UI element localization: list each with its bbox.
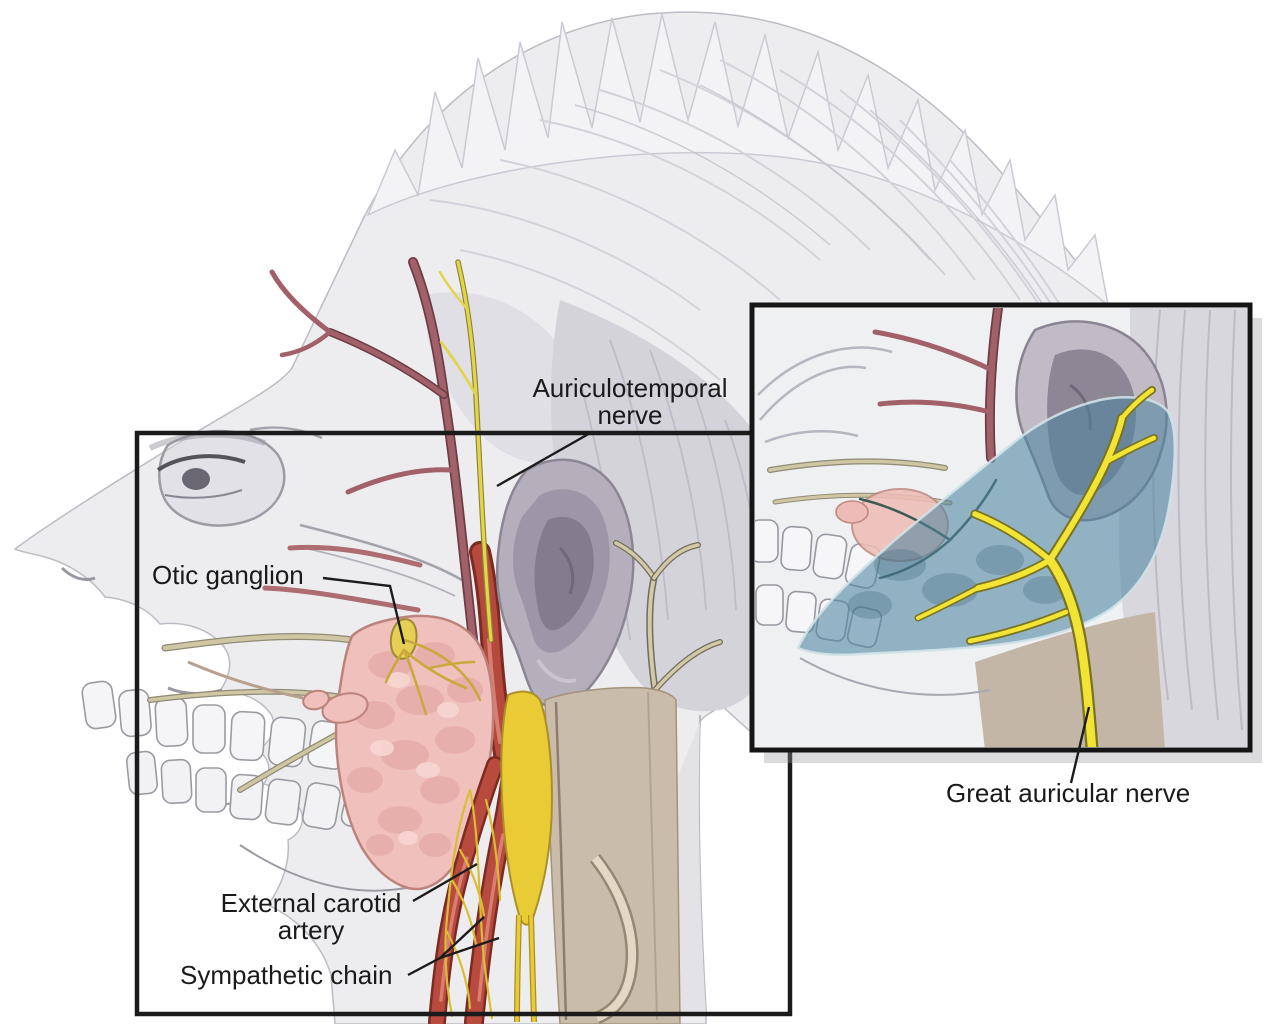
- great-auricular-nerve-yellow: [914, 386, 1158, 747]
- leader-otic-ganglion: [322, 576, 406, 645]
- temporal-artery: [262, 257, 479, 653]
- neck-muscles: [544, 686, 681, 1024]
- label-great-auricular-nerve: Great auricular nerve: [946, 778, 1191, 808]
- leader-lines: [322, 430, 1091, 977]
- ear: [495, 458, 635, 709]
- auriculotemporal-nerve: [438, 259, 494, 643]
- leader-sympathetic-2: [439, 936, 500, 960]
- label-external-carotid-artery: External carotid artery: [220, 888, 402, 945]
- label-auriculotemporal-nerve: Auriculotemporal nerve: [532, 373, 728, 430]
- label-otic-ganglion: Otic ganglion: [152, 560, 304, 590]
- main-head-illustration: [13, 11, 1194, 1024]
- hair-spikes: [366, 13, 1110, 307]
- leader-auriculotemporal: [496, 430, 593, 488]
- leader-external-carotid: [412, 862, 478, 903]
- highlighted-region-blue: [796, 396, 1177, 656]
- label-sympathetic-chain: Sympathetic chain: [180, 960, 393, 990]
- inset-panel: [749, 302, 1262, 763]
- sympathetic-chain-structure: [444, 690, 554, 1023]
- inset-content: [755, 308, 1247, 747]
- parotid-gland: [187, 614, 495, 891]
- leader-great-auricular: [1069, 706, 1091, 784]
